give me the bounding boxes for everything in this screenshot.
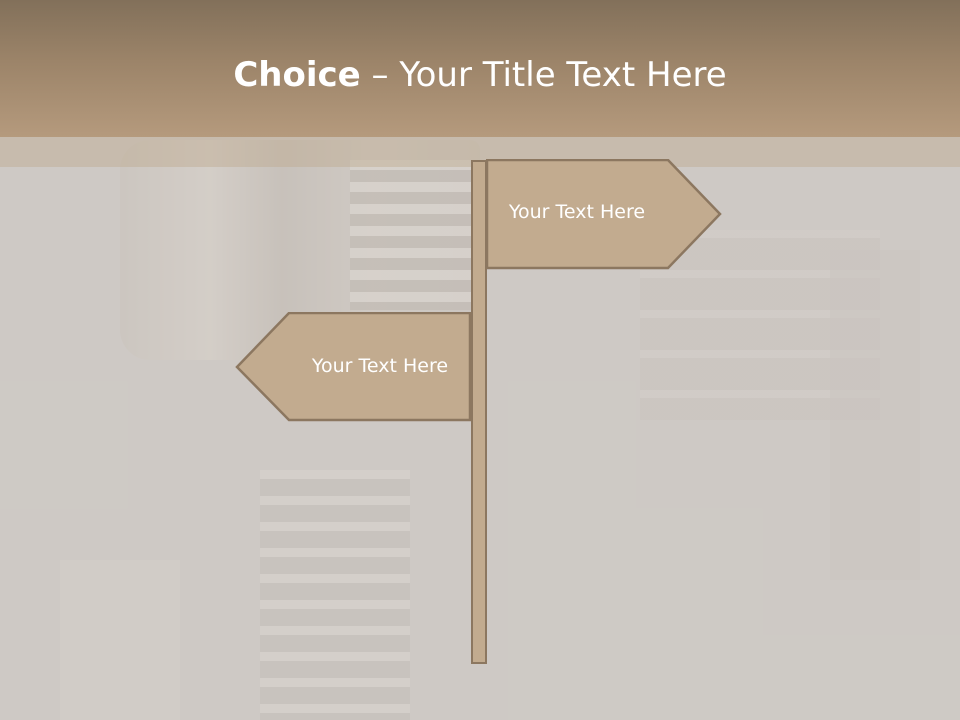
sign-arrow-left[interactable]: Your Text Here xyxy=(235,312,471,422)
sign-arrow-right[interactable]: Your Text Here xyxy=(486,159,722,270)
sign-left-text[interactable]: Your Text Here xyxy=(311,355,449,377)
slide-title[interactable]: Choice – Your Title Text Here xyxy=(0,52,960,98)
slide-title-rest: – Your Title Text Here xyxy=(360,55,727,95)
arrow-left-shape xyxy=(235,312,471,422)
slide-title-bold: Choice xyxy=(233,55,361,95)
title-band xyxy=(0,0,960,137)
sign-right-text[interactable]: Your Text Here xyxy=(508,201,646,223)
signpost-pole xyxy=(471,160,487,664)
arrow-right-shape xyxy=(486,159,722,270)
